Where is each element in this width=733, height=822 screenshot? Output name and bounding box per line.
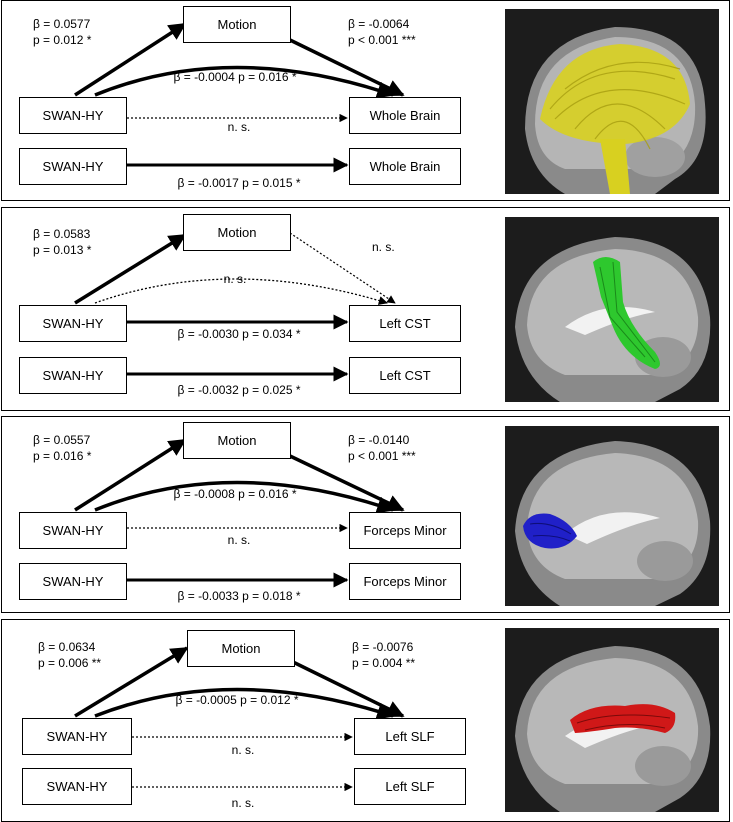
- a-path-arrow-2: [74, 233, 187, 305]
- total-label: β = -0.0033 p = 0.018 *: [177, 589, 301, 603]
- a-path-arrow-4: [74, 646, 189, 718]
- brain-image-left-slf: [505, 628, 719, 812]
- outcome-box-total: Left SLF: [354, 768, 466, 805]
- predictor-box: SWAN-HY: [19, 305, 127, 342]
- b-path-beta: β = -0.0076: [352, 640, 414, 654]
- predictor-box-total: SWAN-HY: [22, 768, 132, 805]
- a-path-p: p = 0.012 *: [33, 33, 92, 47]
- direct-curve-arrow-3: [94, 480, 395, 514]
- mediator-box: Motion: [183, 6, 291, 43]
- dotted-curve-arrow-2: [94, 278, 388, 305]
- a-path-p: p = 0.016 *: [33, 449, 92, 463]
- mediator-box: Motion: [183, 422, 291, 459]
- outcome-box: Left SLF: [354, 718, 466, 755]
- outcome-box: Whole Brain: [349, 97, 461, 134]
- direct-label: n. s.: [223, 272, 247, 286]
- a-path-arrow-3: [74, 438, 187, 512]
- mediator-box: Motion: [183, 214, 291, 251]
- b-path-beta: β = -0.0140: [348, 433, 410, 447]
- direct-label: β = -0.0004 p = 0.016 *: [173, 70, 297, 84]
- predictor-box: SWAN-HY: [22, 718, 132, 755]
- b-path-label: n. s.: [372, 240, 395, 254]
- brain-image-whole-brain: [505, 9, 719, 194]
- direct-curve-arrow-1: [94, 65, 395, 99]
- a-path-arrow-1: [74, 22, 187, 97]
- outcome-box: Left CST: [349, 305, 461, 342]
- b-path-arrow-3: [289, 454, 405, 512]
- outcome-box-total: Forceps Minor: [349, 563, 461, 600]
- dotted-label: n. s.: [231, 743, 255, 757]
- predictor-box-total: SWAN-HY: [19, 148, 127, 185]
- b-path-arrow-2: [289, 232, 396, 304]
- outcome-box-total: Left CST: [349, 357, 461, 394]
- b-path-beta: β = -0.0064: [348, 17, 410, 31]
- direct-label: β = -0.0005 p = 0.012 *: [175, 693, 299, 707]
- total-label: β = -0.0017 p = 0.015 *: [177, 176, 301, 190]
- predictor-box-total: SWAN-HY: [19, 563, 127, 600]
- a-path-beta: β = 0.0577: [33, 17, 91, 31]
- direct-curve-arrow-4: [94, 687, 395, 720]
- total-label: n. s.: [231, 796, 255, 810]
- total-label: β = -0.0032 p = 0.025 *: [177, 383, 301, 397]
- b-path-arrow-1: [289, 38, 405, 97]
- a-path-p: p = 0.006 **: [38, 656, 102, 670]
- b-path-p: p < 0.001 ***: [348, 33, 416, 47]
- predictor-box: SWAN-HY: [19, 512, 127, 549]
- a-path-beta: β = 0.0634: [38, 640, 96, 654]
- dotted-label: n. s.: [227, 533, 251, 547]
- outcome-box: Forceps Minor: [349, 512, 461, 549]
- brain-image-left-cst: [505, 217, 719, 402]
- outcome-box-total: Whole Brain: [349, 148, 461, 185]
- dotted-label: β = -0.0030 p = 0.034 *: [177, 327, 301, 341]
- b-path-p: p = 0.004 **: [352, 656, 416, 670]
- a-path-beta: β = 0.0583: [33, 227, 91, 241]
- b-path-p: p < 0.001 ***: [348, 449, 416, 463]
- predictor-box: SWAN-HY: [19, 97, 127, 134]
- brain-image-forceps-minor: [505, 426, 719, 606]
- predictor-box-total: SWAN-HY: [19, 357, 127, 394]
- a-path-p: p = 0.013 *: [33, 243, 92, 257]
- a-path-beta: β = 0.0557: [33, 433, 91, 447]
- dotted-label: n. s.: [227, 120, 251, 134]
- direct-label: β = -0.0008 p = 0.016 *: [173, 487, 297, 501]
- mediator-box: Motion: [187, 630, 295, 667]
